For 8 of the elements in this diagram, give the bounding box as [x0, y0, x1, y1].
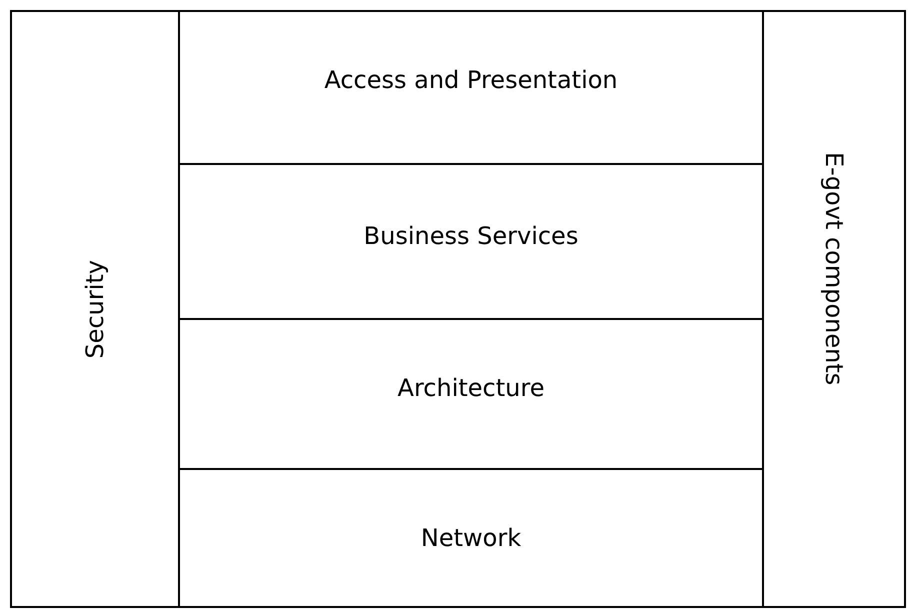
- layer-label: Network: [420, 524, 522, 552]
- column-label: E-govt components: [820, 152, 848, 386]
- layer-label: Architecture: [398, 374, 544, 402]
- side-column: [762, 10, 906, 608]
- column-label: Security: [81, 260, 109, 358]
- layer-label: Business Services: [364, 222, 578, 250]
- side-column: [10, 10, 180, 608]
- layer-label: Access and Presentation: [324, 66, 618, 94]
